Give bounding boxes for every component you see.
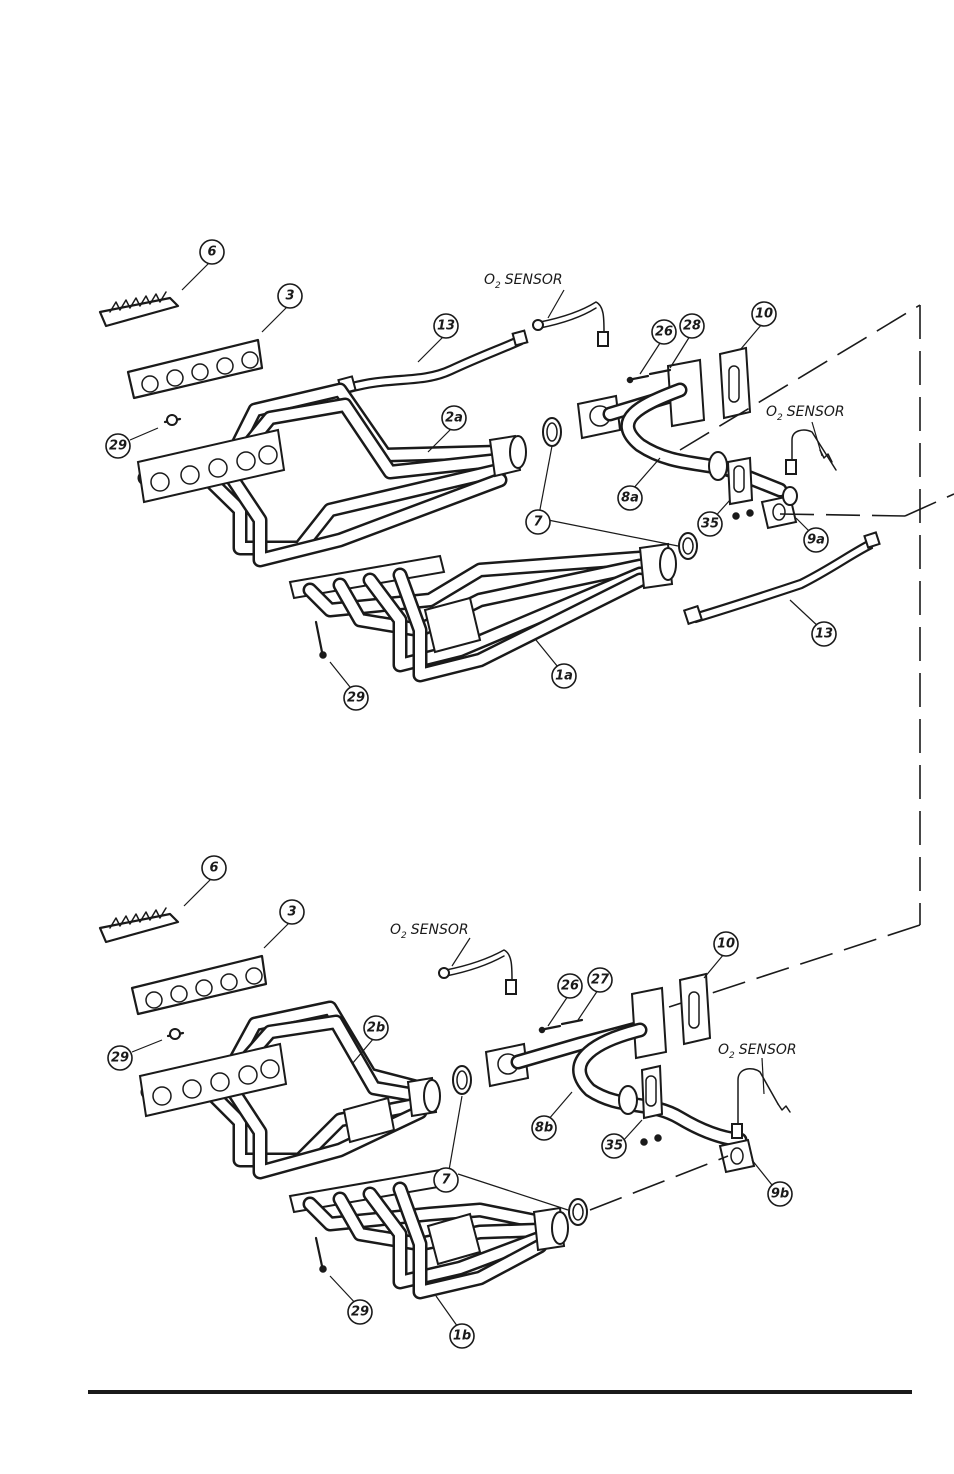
callout-3-bottom: 3 (280, 900, 304, 924)
svg-text:26: 26 (561, 979, 579, 994)
header-2b (140, 1008, 440, 1172)
callout-29-top-a: 29 (106, 434, 130, 458)
callout-9b: 9b (768, 1182, 792, 1206)
svg-text:7: 7 (441, 1173, 451, 1188)
svg-text:3: 3 (285, 289, 294, 304)
svg-text:8a: 8a (621, 491, 639, 506)
svg-text:1a: 1a (555, 669, 573, 684)
callout-27-bottom: 27 (588, 968, 612, 992)
svg-text:13: 13 (437, 319, 455, 334)
svg-text:10: 10 (717, 937, 735, 952)
callout-7-bottom: 7 (434, 1168, 458, 1192)
bolt-29-bottom-b (316, 1238, 326, 1272)
callout-10-top: 10 (752, 302, 776, 326)
diagonal-connector-top-right (905, 494, 954, 516)
header-1b (290, 1170, 568, 1292)
collector-gasket-top-1 (543, 418, 561, 446)
svg-text:35: 35 (701, 517, 719, 532)
o2-sensor-top-1 (533, 302, 608, 346)
svg-text:28: 28 (683, 319, 701, 334)
svg-text:35: 35 (605, 1139, 623, 1154)
svg-text:9a: 9a (807, 533, 825, 548)
bolt-29-top-b (316, 622, 326, 658)
o2-sensor-bottom-2 (732, 1069, 790, 1138)
svg-text:13: 13 (815, 627, 833, 642)
callout-8b: 8b (532, 1116, 556, 1140)
bolt-29-bottom-a (168, 1029, 183, 1039)
heat-shield-bottom (100, 908, 178, 942)
connector-line-top (680, 305, 920, 450)
clamp-bottom (641, 1066, 662, 1145)
svg-text:2a: 2a (445, 411, 463, 426)
svg-text:9b: 9b (771, 1187, 789, 1202)
callout-26-top: 26 (652, 320, 676, 344)
o2-extension-cable-top-2 (684, 532, 879, 623)
svg-text:6: 6 (209, 861, 218, 876)
flange-gasket-bottom (680, 974, 710, 1044)
o2-sensor-bottom-1 (439, 950, 516, 994)
svg-text:29: 29 (347, 691, 365, 706)
studs-bottom (540, 1020, 583, 1033)
flange-gasket-top (720, 348, 750, 418)
svg-text:29: 29 (109, 439, 127, 454)
clamp-top (728, 458, 753, 519)
callout-7-top: 7 (526, 510, 550, 534)
svg-text:3: 3 (287, 905, 296, 920)
studs-top (628, 370, 671, 383)
footer-rule (88, 1390, 912, 1394)
svg-text:1b: 1b (453, 1329, 471, 1344)
callout-1b: 1b (450, 1324, 474, 1348)
svg-text:2b: 2b (367, 1021, 385, 1036)
connector-line-top-2 (780, 514, 905, 516)
callout-1a: 1a (552, 664, 576, 688)
svg-text:6: 6 (207, 245, 216, 260)
callout-13-top-2: 13 (812, 622, 836, 646)
bolt-29-top-a (165, 415, 180, 425)
collector-gasket-bottom-2 (569, 1199, 587, 1225)
callout-28-top: 28 (680, 314, 704, 338)
collector-gasket-bottom-1 (453, 1066, 471, 1094)
header-1a (290, 544, 676, 675)
collector-gasket-top-2 (679, 533, 697, 559)
header-2a (138, 390, 526, 560)
manifold-gasket-bottom (132, 956, 266, 1014)
outlet-flange-9b (720, 1140, 754, 1172)
callout-13-top-1: 13 (434, 314, 458, 338)
svg-text:8b: 8b (535, 1121, 553, 1136)
callout-35-bottom: 35 (602, 1134, 626, 1158)
svg-text:7: 7 (533, 515, 543, 530)
svg-text:10: 10 (755, 307, 773, 322)
svg-text:27: 27 (591, 973, 610, 988)
connector-line-bottom (590, 1156, 728, 1210)
callout-26-bottom: 26 (558, 974, 582, 998)
callout-2a: 2a (442, 406, 466, 430)
manifold-gasket-top (128, 340, 262, 398)
callout-9a: 9a (804, 528, 828, 552)
callout-2b: 2b (364, 1016, 388, 1040)
callout-6-bottom: 6 (202, 856, 226, 880)
callout-10-bottom: 10 (714, 932, 738, 956)
o2-sensor-top-2 (786, 430, 836, 474)
heat-shield-top (100, 292, 178, 326)
svg-text:26: 26 (655, 325, 673, 340)
callout-29-bottom-b: 29 (348, 1300, 372, 1324)
o2-extension-cable-top-1 (338, 331, 527, 394)
callout-35-top: 35 (698, 512, 722, 536)
svg-text:29: 29 (351, 1305, 369, 1320)
callout-3-top: 3 (278, 284, 302, 308)
svg-text:29: 29 (111, 1051, 129, 1066)
callout-6-top: 6 (200, 240, 224, 264)
callout-8a: 8a (618, 486, 642, 510)
callout-29-bottom-a: 29 (108, 1046, 132, 1070)
callout-29-top-b: 29 (344, 686, 368, 710)
